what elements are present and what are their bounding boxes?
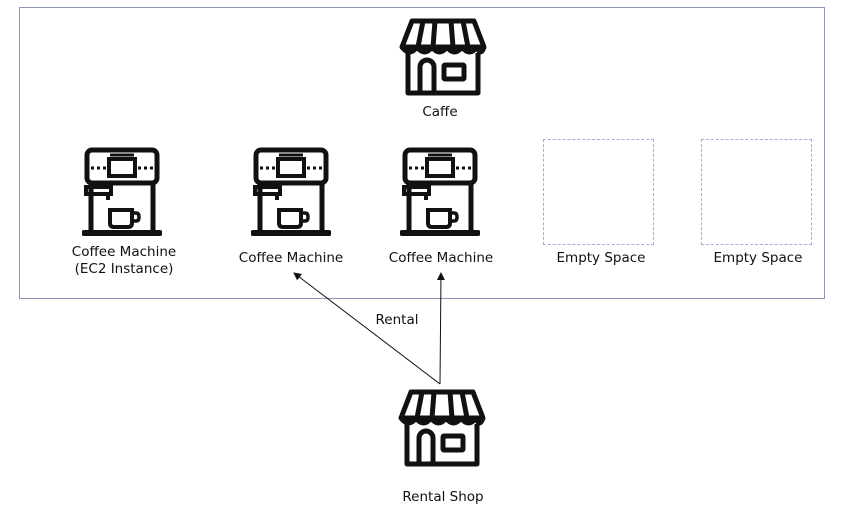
coffee-machine-ec2-label: Coffee Machine (EC2 Instance) [71, 244, 177, 277]
empty-space-label: Empty Space [556, 250, 646, 266]
rental-arrow-to-machine-2 [293, 272, 441, 385]
empty-space-label: Empty Space [713, 250, 803, 266]
coffee-machine-label: Coffee Machine [388, 250, 494, 266]
rental-arrow-to-machine-3 [436, 272, 445, 385]
empty-space-box [543, 139, 654, 245]
rental-shop-icon [397, 388, 487, 468]
empty-space-box [701, 139, 812, 245]
cafe-label: Caffe [422, 104, 458, 120]
rental-shop-label: Rental Shop [402, 489, 484, 505]
cafe-boundary [19, 7, 825, 299]
rental-edge-label: Rental [375, 312, 419, 328]
coffee-machine-label: Coffee Machine [238, 250, 344, 266]
